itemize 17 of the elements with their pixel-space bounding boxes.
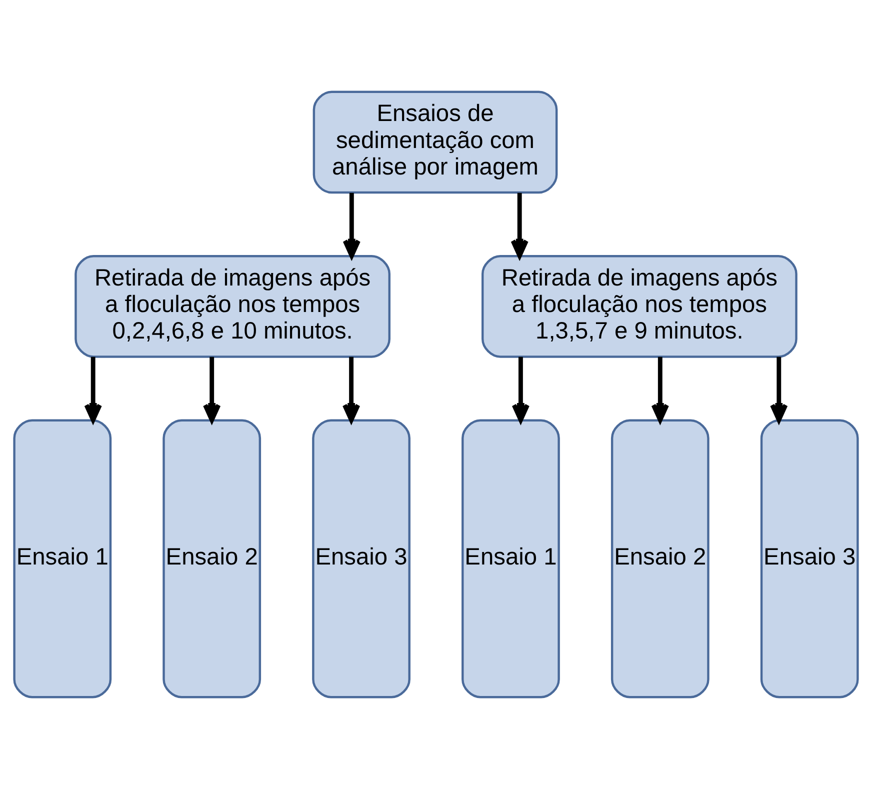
- node-box: Ensaios de sedimentação com análise por imagem: [312, 90, 558, 194]
- node-box: Ensaio 1: [13, 419, 112, 698]
- arrow: [342, 192, 361, 258]
- node-box: Ensaio 2: [162, 419, 262, 698]
- node-box: Retirada de imagens após a floculação nos tempos 0,2,4,6,8 e 10 minutos.: [74, 255, 390, 358]
- node-box: Ensaio 3: [312, 419, 410, 698]
- node-box: Ensaio 2: [610, 419, 710, 698]
- arrow: [342, 356, 360, 422]
- arrow: [770, 356, 788, 422]
- node-box: Ensaio 1: [462, 419, 560, 698]
- arrow: [651, 356, 670, 422]
- arrow: [512, 356, 530, 422]
- arrow: [510, 192, 528, 258]
- node-box: Retirada de imagens após a floculação nos tempos 1,3,5,7 e 9 minutos.: [482, 255, 798, 358]
- arrow: [84, 356, 102, 422]
- node-box: Ensaio 3: [760, 419, 859, 698]
- arrow: [202, 356, 221, 422]
